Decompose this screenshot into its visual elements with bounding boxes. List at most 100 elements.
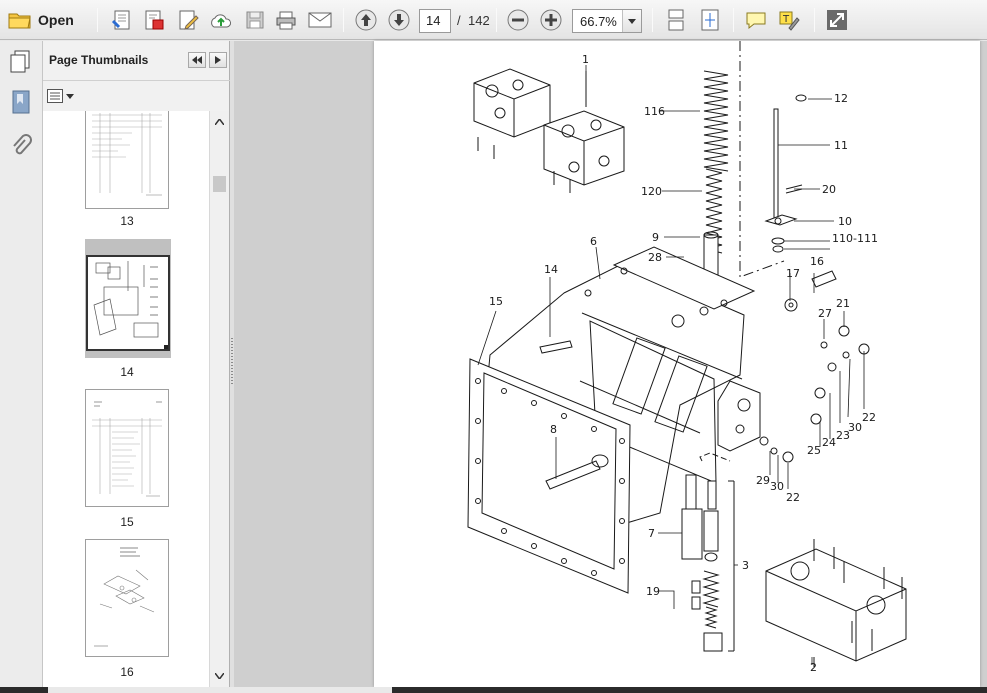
callout-23: 23 [836, 429, 850, 442]
callout-25: 25 [807, 444, 821, 457]
scroll-up-arrow[interactable] [210, 113, 229, 130]
print-button[interactable] [273, 7, 299, 33]
callout-19: 19 [646, 585, 660, 598]
callout-14: 14 [544, 263, 558, 276]
thumbnail-options-button[interactable] [47, 88, 75, 104]
pdf-page: 1 116 12 11 20 120 10 110-111 9 28 14 6 … [374, 41, 980, 687]
scrolling-mode-button[interactable] [663, 7, 689, 33]
splitter-grip[interactable] [231, 338, 233, 386]
bookmark-icon [12, 90, 30, 114]
thumbnail-list: 13 14 [43, 111, 209, 687]
edit-pdf-button[interactable] [175, 7, 201, 33]
highlight-button[interactable]: T [776, 7, 802, 33]
arrow-down-circle-icon [388, 9, 410, 31]
callout-28: 28 [648, 251, 662, 264]
callout-22: 22 [862, 411, 876, 424]
callout-20: 20 [822, 183, 836, 196]
export-pdf-icon [145, 10, 164, 30]
scroll-pages-icon [668, 9, 684, 31]
comment-button[interactable] [743, 7, 769, 33]
open-label: Open [38, 12, 74, 28]
options-list-icon [47, 89, 63, 103]
minus-circle-icon [507, 9, 529, 31]
save-button[interactable] [242, 7, 268, 33]
thumbnails-panel: Page Thumbnails 13 [43, 41, 230, 687]
callout-30: 30 [848, 421, 862, 434]
callout-3: 3 [742, 559, 749, 572]
cloud-upload-icon [211, 14, 231, 28]
arrow-up-circle-icon [355, 9, 377, 31]
page-number-input[interactable]: 14 [419, 9, 451, 33]
thumbnail-page-14[interactable] [86, 255, 170, 351]
envelope-icon [308, 12, 332, 28]
page-thumbnails-toggle[interactable] [7, 47, 35, 75]
zoom-value: 66.7% [580, 14, 617, 29]
thumbnail-scrollbar[interactable] [209, 111, 229, 687]
callout-10: 10 [838, 215, 852, 228]
zoom-out-button[interactable] [505, 7, 531, 33]
callout-17: 17 [786, 267, 800, 280]
next-page-button[interactable] [386, 7, 412, 33]
callout-1: 1 [582, 53, 589, 66]
highlight-pen-icon: T [779, 11, 800, 31]
callout-116: 116 [644, 105, 665, 118]
expand-icon [827, 10, 847, 30]
attachments-toggle[interactable] [7, 133, 35, 161]
callout-22b: 22 [786, 491, 800, 504]
callout-2: 2 [810, 661, 817, 674]
horizontal-scrollbar-thumb[interactable] [48, 687, 392, 693]
thumbnail-page-16[interactable] [85, 539, 169, 657]
thumbnail-page-13[interactable] [85, 111, 169, 209]
fit-page-icon [701, 9, 719, 31]
scroll-down-arrow[interactable] [210, 667, 229, 684]
callout-8: 8 [550, 423, 557, 436]
horizontal-scrollbar[interactable] [0, 687, 987, 693]
callout-11: 11 [834, 139, 848, 152]
thumbnail-label: 14 [120, 365, 134, 379]
callout-120: 120 [641, 185, 662, 198]
panel-header: Page Thumbnails [43, 41, 230, 81]
plus-circle-icon [540, 9, 562, 31]
open-button[interactable]: Open [8, 7, 74, 33]
edit-icon [179, 10, 199, 30]
document-view[interactable]: 1 116 12 11 20 120 10 110-111 9 28 14 6 … [234, 41, 987, 687]
callout-27: 27 [818, 307, 832, 320]
callout-9: 9 [652, 231, 659, 244]
callout-30b: 30 [770, 480, 784, 493]
navigation-rail [0, 41, 43, 693]
callout-21: 21 [836, 297, 850, 310]
main-toolbar: Open 14 / 142 66.7% [0, 0, 987, 40]
email-button[interactable] [307, 7, 333, 33]
chevron-right-icon [215, 56, 221, 64]
previous-page-button[interactable] [353, 7, 379, 33]
page-separator: / [457, 13, 461, 28]
collapse-panel-button[interactable] [188, 52, 206, 68]
chevron-down-icon [66, 93, 74, 99]
callout-24: 24 [822, 436, 836, 449]
expand-panel-button[interactable] [209, 52, 227, 68]
chevron-up-icon [215, 118, 224, 125]
export-pdf-button[interactable] [141, 7, 167, 33]
fit-page-button[interactable] [697, 7, 723, 33]
total-pages: 142 [468, 13, 490, 28]
bookmarks-toggle[interactable] [7, 89, 35, 117]
callout-29: 29 [756, 474, 770, 487]
exploded-parts-diagram: 1 116 12 11 20 120 10 110-111 9 28 14 6 … [467, 41, 907, 674]
comment-icon [746, 12, 766, 30]
thumbnail-page-15[interactable] [85, 389, 169, 507]
callout-12: 12 [834, 92, 848, 105]
double-chevron-left-icon [192, 56, 202, 64]
chevron-down-icon [215, 672, 224, 679]
create-pdf-button[interactable] [108, 7, 134, 33]
chevron-down-icon[interactable] [622, 10, 641, 32]
zoom-in-button[interactable] [538, 7, 564, 33]
callout-6: 6 [590, 235, 597, 248]
callout-16: 16 [810, 255, 824, 268]
upload-button[interactable] [208, 7, 234, 33]
fullscreen-button[interactable] [824, 7, 850, 33]
scrollbar-thumb[interactable] [213, 176, 226, 192]
create-pdf-icon [111, 10, 130, 30]
zoom-select[interactable]: 66.7% [572, 9, 642, 33]
paperclip-icon [13, 134, 32, 155]
callout-110-111: 110-111 [832, 232, 878, 245]
